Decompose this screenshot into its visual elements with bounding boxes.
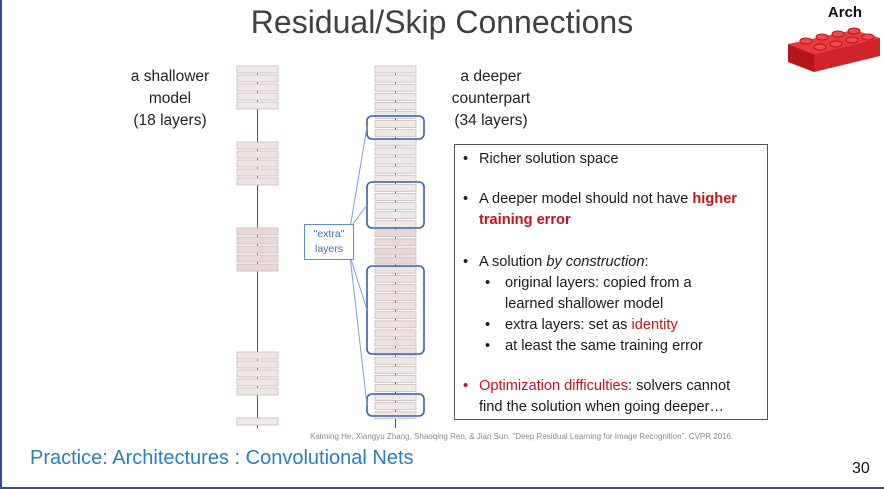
- deep-layer: [374, 156, 417, 165]
- deep-layer: [374, 302, 417, 311]
- deep-layer: [374, 402, 417, 411]
- deep-layer: [374, 202, 417, 210]
- bullet-dot: •: [463, 151, 469, 167]
- footer-title[interactable]: Practice: Architectures : Convolutional …: [30, 447, 414, 469]
- sub-bullet-dot: •: [485, 317, 491, 333]
- sub-bullet-extra-layers: extra layers: set as identity: [505, 317, 678, 333]
- deep-layer: [374, 174, 417, 183]
- deep-layer: [374, 74, 417, 83]
- deep-layer: [374, 220, 417, 229]
- shallow-layer: [236, 236, 279, 245]
- deep-layer: [374, 265, 417, 274]
- deep-layer: [374, 102, 417, 110]
- bullet-dot: •: [463, 191, 469, 207]
- deep-layer: [374, 238, 417, 247]
- deep-layer: [374, 384, 417, 392]
- shallow-layer: [236, 245, 279, 254]
- shallow-layer: [236, 177, 279, 186]
- shallow-layer: [236, 65, 279, 74]
- bullet-by-construction: A solution by construction:: [479, 254, 649, 270]
- shallow-layer: [236, 101, 279, 110]
- deep-layer: [374, 65, 417, 74]
- deep-layer: [374, 211, 417, 220]
- shallow-layer: [236, 74, 279, 83]
- deep-layer: [374, 192, 417, 201]
- deep-layer: [374, 147, 417, 156]
- page-number: 30: [852, 460, 870, 477]
- shallow-model-label: a shallower model (18 layers): [110, 66, 230, 132]
- deep-layer: [374, 120, 417, 128]
- shallow-label-line1: a shallower: [130, 68, 210, 85]
- shallow-label-line3: (18 layers): [133, 112, 207, 129]
- deep-layer: [374, 83, 417, 92]
- shallow-layer: [236, 369, 279, 378]
- deep-layer: [374, 92, 417, 101]
- deep-label-line3: (34 layers): [454, 112, 528, 129]
- bullet-dot: •: [463, 254, 469, 270]
- deep-label-line2: counterpart: [451, 90, 531, 107]
- deep-layer: [374, 320, 417, 329]
- sub-bullet-dot: •: [485, 275, 491, 291]
- deep-layer: [374, 311, 417, 320]
- shallow-label-line2: model: [148, 90, 192, 107]
- deep-layer: [374, 183, 417, 192]
- shallow-layer: [236, 83, 279, 92]
- citation: Kaiming He, Xiangyu Zhang, Shaoqing Ren,…: [310, 432, 734, 441]
- callout-connector: [349, 255, 368, 311]
- shallow-layer: [236, 351, 279, 360]
- bullet-optimization: Optimization difficulties: solvers canno…: [479, 378, 731, 394]
- extra-label-line2: layers: [314, 243, 343, 255]
- deep-layer: [374, 129, 417, 138]
- lego-brick-icon: [788, 27, 880, 72]
- shallow-layer: [236, 417, 279, 426]
- deep-layer: [374, 356, 417, 365]
- bullet-solution-space: Richer solution space: [479, 151, 619, 167]
- shallow-layer: [236, 263, 279, 272]
- deep-layer: [374, 329, 417, 338]
- slide-bottom-border: [0, 487, 884, 489]
- extra-layers-callout: "extra" layers: [304, 224, 354, 260]
- shallow-layer: [236, 387, 279, 396]
- section-label: Arch: [827, 4, 863, 21]
- sub-bullet-same-error: at least the same training error: [505, 338, 703, 354]
- deep-layer: [374, 293, 417, 301]
- slide-left-border: [0, 0, 2, 489]
- explanation-box: • Richer solution space • A deeper model…: [454, 144, 768, 420]
- shallow-layer: [236, 360, 279, 369]
- shallow-layer: [236, 141, 279, 150]
- bullet-dot: •: [463, 378, 469, 394]
- shallow-layer: [236, 378, 279, 387]
- deep-layer: [374, 283, 417, 292]
- deep-layer: [374, 256, 417, 265]
- callout-connector: [349, 255, 368, 406]
- shallow-layer: [236, 254, 279, 263]
- callout-connector: [349, 126, 368, 229]
- bullet-deeper-model: A deeper model should not have higher: [479, 191, 737, 207]
- deep-layer: [374, 374, 417, 383]
- deep-label-line1: a deeper: [460, 68, 522, 85]
- deep-layer: [374, 365, 417, 374]
- extra-label-line1: "extra": [313, 228, 345, 240]
- sub-bullet-original-1: original layers: copied from a: [505, 275, 692, 291]
- deep-layer: [374, 274, 417, 283]
- shallow-layer: [236, 159, 279, 168]
- deep-layer: [374, 229, 417, 238]
- sub-bullet-dot: •: [485, 338, 491, 354]
- shallow-layer: [236, 92, 279, 101]
- deep-layer: [374, 347, 417, 356]
- bullet-optimization-2: find the solution when going deeper…: [479, 399, 725, 415]
- deep-layer: [374, 138, 417, 147]
- shallow-layer: [236, 150, 279, 159]
- deep-layer: [374, 165, 417, 174]
- shallow-layer: [236, 168, 279, 177]
- deep-model-label: a deeper counterpart (34 layers): [432, 66, 550, 132]
- deep-layer: [374, 338, 417, 347]
- deep-layer: [374, 247, 417, 256]
- bullet-training-error: training error: [479, 212, 571, 228]
- shallow-layer: [236, 227, 279, 236]
- slide-title: Residual/Skip Connections: [250, 4, 634, 40]
- sub-bullet-original-2: learned shallower model: [505, 296, 664, 312]
- deep-layer: [374, 111, 417, 119]
